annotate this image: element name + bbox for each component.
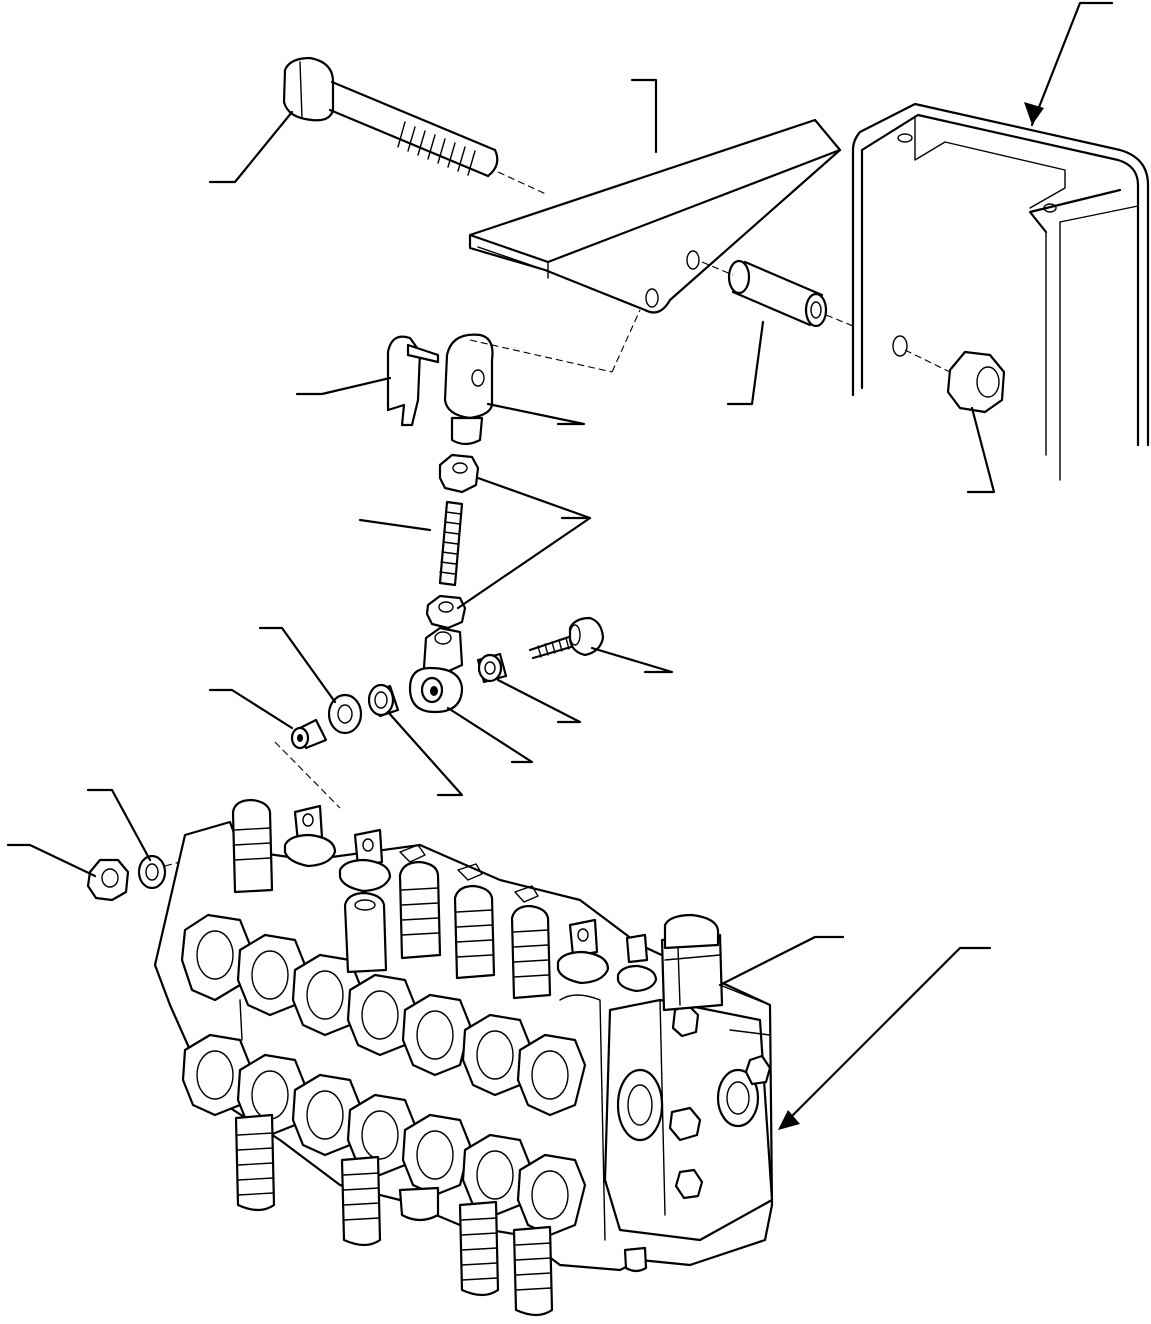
retaining-clip (386, 335, 440, 427)
frame-panel (851, 102, 1150, 481)
ball-joint (408, 626, 464, 714)
flange-washer (137, 854, 196, 890)
spool-caps-bottom (234, 1113, 648, 1317)
hex-nut (904, 349, 1006, 414)
clevis (443, 309, 641, 446)
spool-caps-top (231, 798, 552, 1000)
lower-ports (181, 1033, 587, 1237)
pin (274, 718, 341, 809)
washer (327, 693, 363, 735)
spool-clevises (283, 804, 658, 993)
socket-screw (528, 616, 605, 660)
threaded-rod (438, 500, 464, 587)
control-valve-bank (153, 798, 774, 1317)
spacer-tube (701, 259, 854, 328)
bushing-left (367, 683, 400, 718)
flange-nut (86, 858, 130, 902)
upper-ports (180, 913, 587, 1117)
bushing-right (476, 652, 508, 684)
jam-nut-upper (438, 453, 480, 494)
leader-lines (6, 1, 1114, 1130)
jam-nut-lower (425, 594, 467, 630)
long-bolt (282, 56, 549, 196)
mounting-bracket (468, 118, 842, 314)
